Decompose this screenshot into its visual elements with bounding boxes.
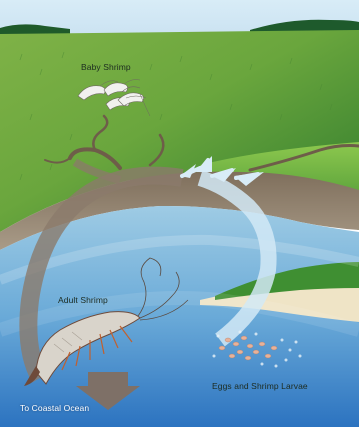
eggs-larvae-label: Eggs and Shrimp Larvae: [212, 381, 308, 391]
adult-shrimp-label: Adult Shrimp: [58, 295, 108, 305]
baby-shrimp-label: Baby Shrimp: [81, 62, 131, 72]
coastal-ocean-label: To Coastal Ocean: [20, 403, 89, 413]
